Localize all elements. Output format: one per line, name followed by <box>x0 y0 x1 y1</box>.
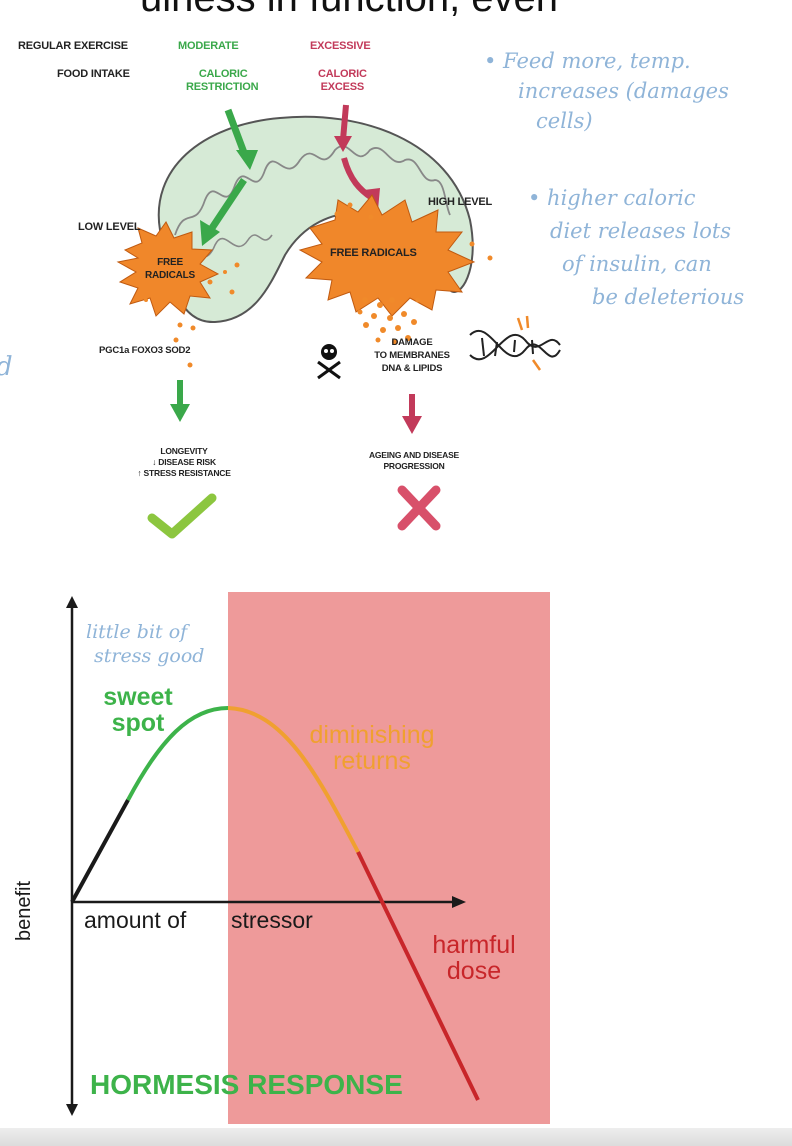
green-arrowhead-1 <box>236 150 258 170</box>
curve-green-segment <box>126 706 229 801</box>
free-radicals-low-label: FREE RADICALS <box>140 256 200 282</box>
damage-line3: DNA & LIPIDS <box>381 363 443 374</box>
longevity-line1: LONGEVITY <box>160 446 208 456</box>
mitochondria-diagram <box>116 104 561 539</box>
curve-orange-segment <box>227 706 360 853</box>
curve-black-segment <box>70 799 130 903</box>
note2-line1: • higher caloric <box>528 186 696 210</box>
green-arrowhead-2 <box>200 220 220 246</box>
longevity-line3: ↑ STRESS RESISTANCE <box>137 468 231 478</box>
low-level-label: LOW LEVEL <box>78 221 141 233</box>
red-arrow-1 <box>340 104 349 141</box>
skull-crossbones-icon <box>317 344 341 380</box>
food-intake-label: FOOD INTAKE <box>57 68 130 80</box>
dna-helix-icon <box>469 329 561 361</box>
caloric-excess-line1: CALORIC <box>318 68 367 80</box>
handwritten-note-3: little bit of stress good <box>86 620 204 668</box>
note2-line4: be deleterious <box>592 285 745 309</box>
damage-line2: TO MEMBRANES <box>374 350 450 361</box>
note3-line1: little bit of <box>86 621 188 643</box>
note2-line3: of insulin, can <box>562 252 712 276</box>
x-axis-label-part1: amount of <box>84 907 187 933</box>
sweet-spot-label: sweet spot <box>94 684 182 737</box>
diminishing-returns-label: diminishing returns <box>292 722 452 775</box>
excessive-label: EXCESSIVE <box>310 40 371 52</box>
high-level-label: HIGH LEVEL <box>428 196 493 208</box>
longevity-label: LONGEVITY ↓ DISEASE RISK ↑ STRESS RESIST… <box>128 446 240 479</box>
radical-dots <box>144 202 493 368</box>
free-radicals-low-line2: RADICALS <box>144 270 196 281</box>
red-x-icon <box>397 485 441 531</box>
handwritten-note-2: • higher caloric diet releases lots of i… <box>528 182 744 314</box>
y-axis-bottom-arrow <box>66 1104 78 1116</box>
harmful-line1: harmful <box>432 931 516 959</box>
x-axis-arrow <box>452 896 466 908</box>
x-axis-label-part2: stressor <box>231 907 313 933</box>
free-radicals-low-burst <box>116 221 220 317</box>
graph-title-part2: IS RESPONSE <box>212 1069 403 1100</box>
note2-line2: diet releases lots <box>550 219 732 243</box>
red-arrow-down-head <box>402 416 422 434</box>
harmful-line2: dose <box>446 957 502 986</box>
caloric-restriction-line1: CALORIC <box>198 68 248 80</box>
diminishing-line2: returns <box>333 747 411 776</box>
bottom-gradient-bar <box>0 1128 792 1146</box>
green-arrow-2 <box>209 178 247 230</box>
y-axis-top-arrow <box>66 596 78 608</box>
note1-line1: • Feed more, temp. <box>484 49 691 73</box>
hormesis-graph <box>66 592 550 1124</box>
handwritten-note-1: • Feed more, temp. increases (damages ce… <box>484 46 729 136</box>
moderate-label: MODERATE <box>178 40 239 52</box>
caloric-excess-label: CALORIC EXCESS <box>318 68 367 94</box>
free-radicals-high-label: FREE RADICALS <box>330 247 417 259</box>
ageing-line2: PROGRESSION <box>383 461 445 471</box>
note1-line2: increases (damages <box>518 79 729 103</box>
harmful-dose-label: harmful dose <box>416 932 532 985</box>
free-radicals-low-line1: FREE <box>157 257 183 268</box>
sweet-spot-line1: sweet <box>103 683 173 711</box>
handwritten-left-fragment: d <box>0 352 13 382</box>
harmful-zone-shading <box>228 592 550 1124</box>
red-arrowhead-1 <box>334 136 352 152</box>
damage-label: DAMAGE TO MEMBRANES DNA & LIPIDS <box>352 336 472 375</box>
caloric-excess-line2: EXCESS <box>320 81 365 93</box>
free-radicals-high-burst <box>298 194 476 317</box>
graph-title-part1: HORMES <box>90 1069 213 1100</box>
ageing-label: AGEING AND DISEASE PROGRESSION <box>344 450 484 472</box>
note3-line2: stress good <box>94 645 205 667</box>
check-mark-icon <box>147 493 217 539</box>
regular-exercise-label: REGULAR EXERCISE <box>18 40 128 52</box>
sweet-spot-line2: spot <box>111 709 165 738</box>
mitochondrion-cristae <box>174 145 451 236</box>
dna-break-marks <box>516 315 542 371</box>
diminishing-line1: diminishing <box>309 721 435 749</box>
graph-title: HORMESIS RESPONSE <box>90 1070 403 1099</box>
damage-line1: DAMAGE <box>391 337 433 348</box>
pgc-label: PGC1a FOXO3 SOD2 <box>99 345 191 356</box>
longevity-line2: ↓ DISEASE RISK <box>152 457 216 467</box>
note1-line3: cells) <box>536 109 593 133</box>
caloric-restriction-line2: RESTRICTION <box>186 81 259 93</box>
green-arrow-down-head <box>170 404 190 422</box>
curve-red-segment <box>356 851 480 1101</box>
ageing-line1: AGEING AND DISEASE <box>368 450 460 460</box>
caloric-restriction-label: CALORIC RESTRICTION <box>186 68 259 94</box>
top-fragment-text: uiness in function, even <box>140 0 558 21</box>
y-axis-label: benefit <box>13 880 35 942</box>
